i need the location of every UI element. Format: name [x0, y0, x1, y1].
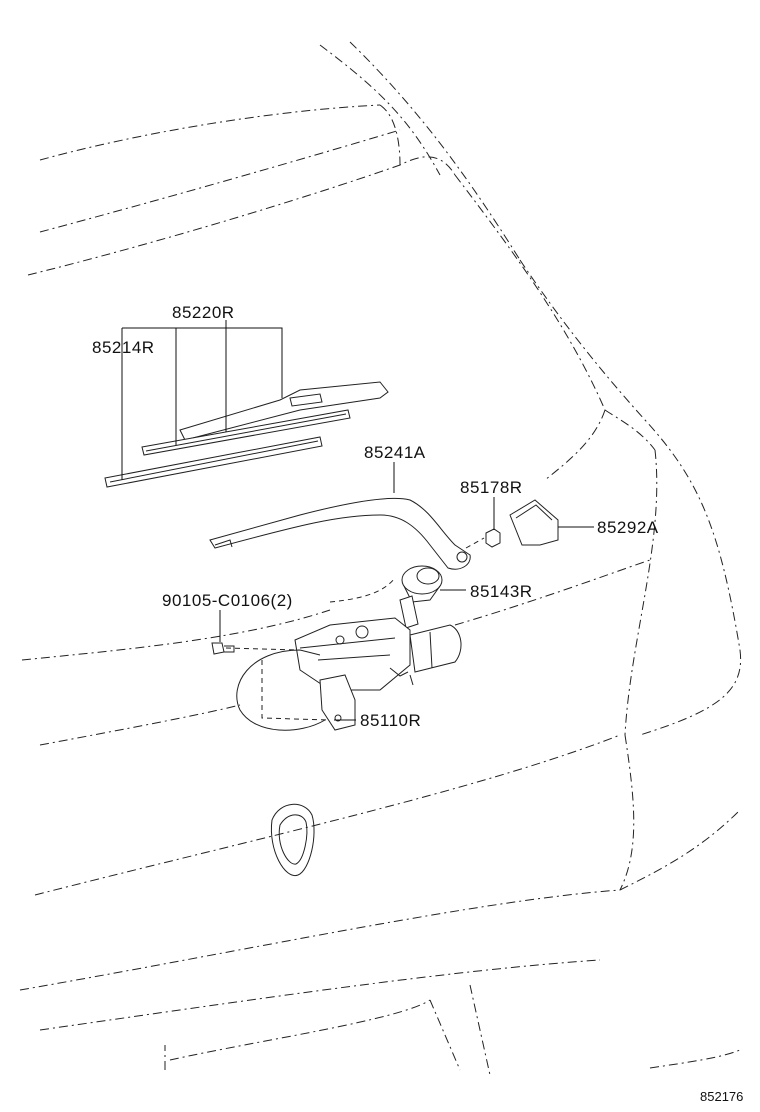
arm-cap-drawing [509, 499, 559, 546]
label-pivot-cap: 85143R [470, 582, 533, 601]
bolt-drawing [211, 642, 235, 655]
label-bolt: 90105-C0106(2) [162, 591, 293, 610]
motor-reference-box [261, 660, 331, 721]
bolt-reference-line [225, 647, 301, 651]
label-nut: 85178R [460, 478, 523, 497]
wiper-motor-drawing [294, 595, 462, 731]
wiper-arm-drawing [209, 497, 471, 570]
wiper-wire-outline [236, 649, 326, 731]
diagram-id: 852176 [700, 1089, 743, 1104]
arm-motor-reference [329, 577, 396, 603]
wiper-blade-assy-drawing [104, 381, 389, 488]
label-arm-cap: 85292A [597, 518, 659, 537]
label-wiper-motor: 85110R [360, 711, 421, 730]
label-blade-rubber: 85214R [92, 338, 155, 357]
label-wiper-blade-assy: 85220R [172, 303, 235, 322]
leader-lines [121, 320, 594, 721]
vehicle-body-outline [19, 41, 742, 1076]
nut-drawing [465, 528, 501, 549]
pivot-cap-drawing [401, 565, 443, 603]
label-wiper-arm: 85241A [364, 443, 426, 462]
